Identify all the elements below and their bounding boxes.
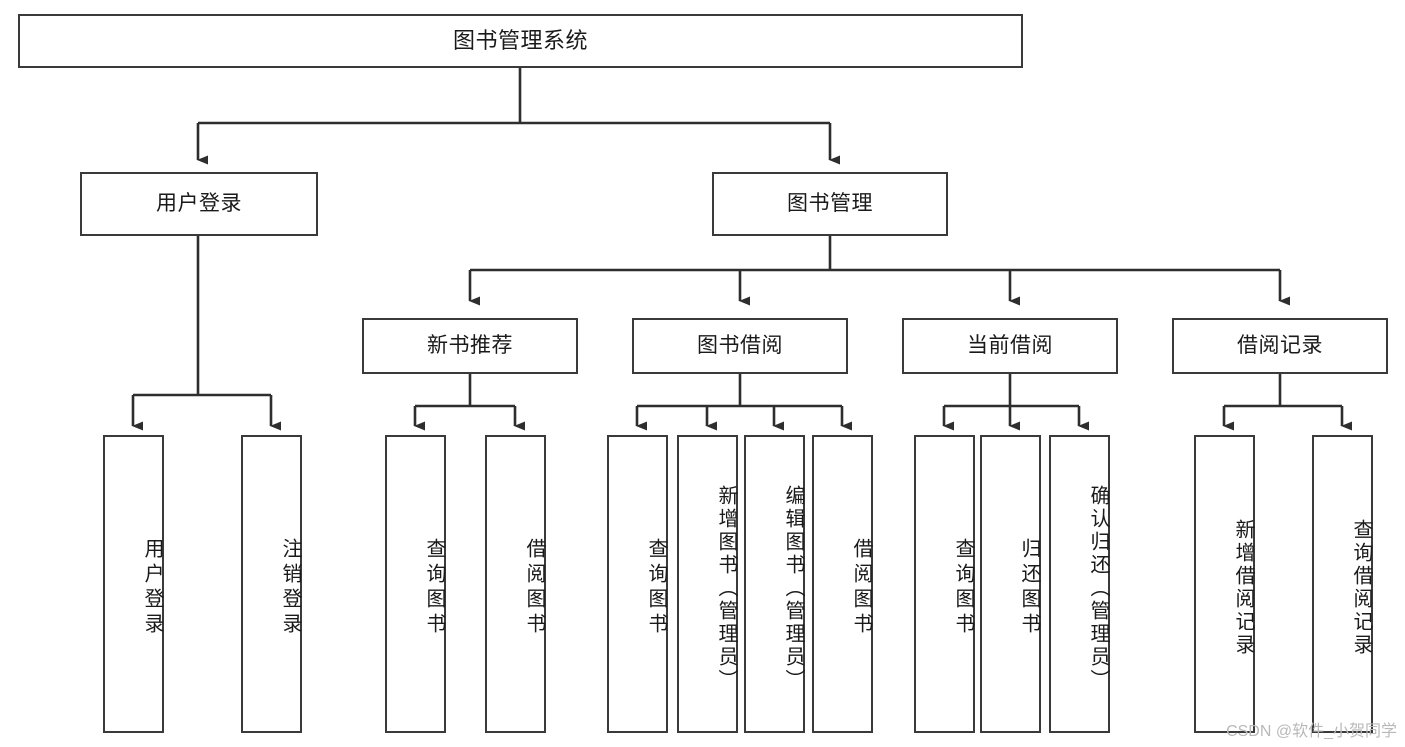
node-root-system[interactable]: 图书管理系统 <box>18 14 1023 68</box>
node-label: 图书借阅 <box>697 334 783 358</box>
leaf-current-return-book[interactable]: 归还图书 <box>980 435 1041 733</box>
node-label: 确认归还（管理员） <box>1087 484 1109 692</box>
leaf-borrow-borrow-book[interactable]: 借阅图书 <box>812 435 873 733</box>
leaf-record-add-record[interactable]: 新增借阅记录 <box>1194 435 1255 733</box>
node-new-book-recommend[interactable]: 新书推荐 <box>362 318 578 374</box>
node-label: 注销登录 <box>279 538 301 638</box>
node-label: 查询图书 <box>952 538 974 638</box>
node-label: 借阅记录 <box>1237 334 1323 358</box>
node-book-management[interactable]: 图书管理 <box>712 172 948 236</box>
node-label: 查询借阅记录 <box>1350 519 1372 657</box>
leaf-borrow-query-book[interactable]: 查询图书 <box>607 435 668 733</box>
leaf-record-query-record[interactable]: 查询借阅记录 <box>1312 435 1373 733</box>
node-label: 新书推荐 <box>427 334 513 358</box>
leaf-recommend-borrow-book[interactable]: 借阅图书 <box>485 435 546 733</box>
node-current-borrow[interactable]: 当前借阅 <box>902 318 1118 374</box>
node-label: 图书管理系统 <box>452 27 588 53</box>
node-user-login[interactable]: 用户登录 <box>80 172 318 236</box>
node-label: 用户登录 <box>141 538 163 638</box>
node-label: 当前借阅 <box>967 334 1053 358</box>
leaf-user-login-logout[interactable]: 注销登录 <box>241 435 302 733</box>
node-label: 新增借阅记录 <box>1232 519 1254 657</box>
node-label: 借阅图书 <box>850 538 872 638</box>
node-label: 查询图书 <box>423 538 445 638</box>
node-label: 编辑图书（管理员） <box>782 484 804 692</box>
leaf-borrow-add-book-admin[interactable]: 新增图书（管理员） <box>677 435 738 733</box>
leaf-recommend-query-book[interactable]: 查询图书 <box>385 435 446 733</box>
watermark: CSDN @软件_小贺同学 <box>1226 723 1397 740</box>
node-label: 图书管理 <box>787 192 873 216</box>
leaf-user-login-login[interactable]: 用户登录 <box>103 435 164 733</box>
leaf-current-query-book[interactable]: 查询图书 <box>914 435 975 733</box>
node-borrow-record[interactable]: 借阅记录 <box>1172 318 1388 374</box>
node-label: 用户登录 <box>156 192 242 216</box>
leaf-current-confirm-return-admin[interactable]: 确认归还（管理员） <box>1049 435 1110 733</box>
node-label: 归还图书 <box>1018 538 1040 638</box>
node-book-borrow[interactable]: 图书借阅 <box>632 318 848 374</box>
node-label: 新增图书（管理员） <box>715 484 737 692</box>
leaf-borrow-edit-book-admin[interactable]: 编辑图书（管理员） <box>744 435 805 733</box>
node-label: 借阅图书 <box>523 538 545 638</box>
node-label: 查询图书 <box>645 538 667 638</box>
